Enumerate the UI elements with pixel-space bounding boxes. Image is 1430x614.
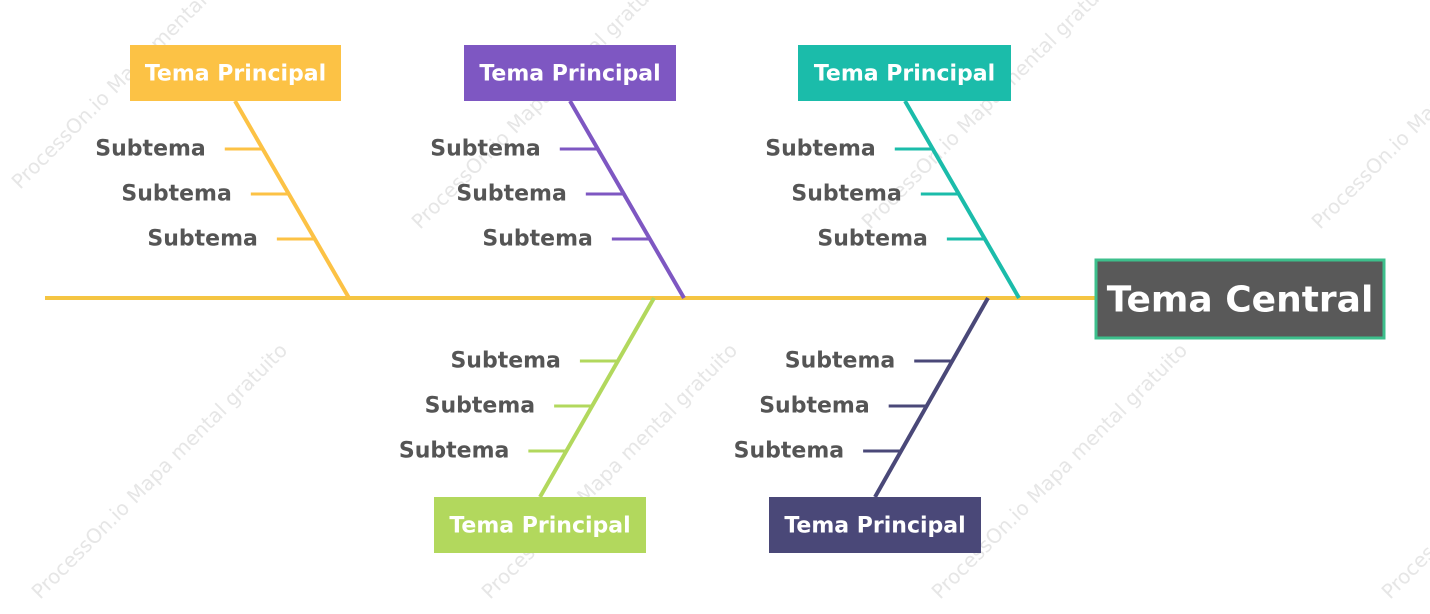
watermark-text: ProcessOn.io Mapa mental gratuito xyxy=(27,338,292,603)
branches-layer: Tema PrincipalSubtemaSubtemaSubtemaTema … xyxy=(95,45,1021,553)
main-topic-label: Tema Principal xyxy=(784,514,965,539)
central-topic-label: Tema Central xyxy=(1107,280,1374,321)
watermark-text: ProcessOn.io Mapa mental gratuito xyxy=(927,338,1192,603)
subtopic-label[interactable]: Subtema xyxy=(785,349,895,374)
main-topic-box[interactable] xyxy=(464,45,676,101)
branch-bone-line xyxy=(568,99,686,300)
main-topic-label: Tema Principal xyxy=(449,514,630,539)
main-topic-label: Tema Principal xyxy=(479,62,660,87)
subtopic-label[interactable]: Subtema xyxy=(95,137,205,162)
main-topic-box[interactable] xyxy=(769,497,981,553)
main-topic-box[interactable] xyxy=(798,45,1011,101)
watermark-text: ProcessOn.io Mapa mental gratuito xyxy=(1377,338,1430,603)
main-topic-label: Tema Principal xyxy=(145,62,326,87)
main-topic-box[interactable] xyxy=(130,45,341,101)
subtopic-label[interactable]: Subtema xyxy=(430,137,540,162)
central-topic-box xyxy=(1094,258,1386,340)
subtopic-label[interactable]: Subtema xyxy=(450,349,560,374)
subtopic-label[interactable]: Subtema xyxy=(817,227,927,252)
subtopic-label[interactable]: Subtema xyxy=(456,182,566,207)
branch-bone-line xyxy=(538,297,656,498)
subtopic-label[interactable]: Subtema xyxy=(759,394,869,419)
subtopic-label[interactable]: Subtema xyxy=(399,439,509,464)
main-topic-box[interactable] xyxy=(434,497,646,553)
central-topic[interactable]: Tema Central xyxy=(1094,258,1386,340)
watermark-text: ProcessOn.io Mapa mental gratuito xyxy=(1307,0,1430,234)
subtopic-label[interactable]: Subtema xyxy=(734,439,844,464)
subtopic-label[interactable]: Subtema xyxy=(425,394,535,419)
subtopic-label[interactable]: Subtema xyxy=(791,182,901,207)
subtopic-label[interactable]: Subtema xyxy=(482,227,592,252)
branch-bone-line xyxy=(903,99,1021,300)
subtopic-label[interactable]: Subtema xyxy=(765,137,875,162)
branch-bone-line xyxy=(233,99,351,300)
branch-bone-line xyxy=(873,297,990,498)
subtopic-label[interactable]: Subtema xyxy=(147,227,257,252)
main-topic-label: Tema Principal xyxy=(814,62,995,87)
subtopic-label[interactable]: Subtema xyxy=(121,182,231,207)
